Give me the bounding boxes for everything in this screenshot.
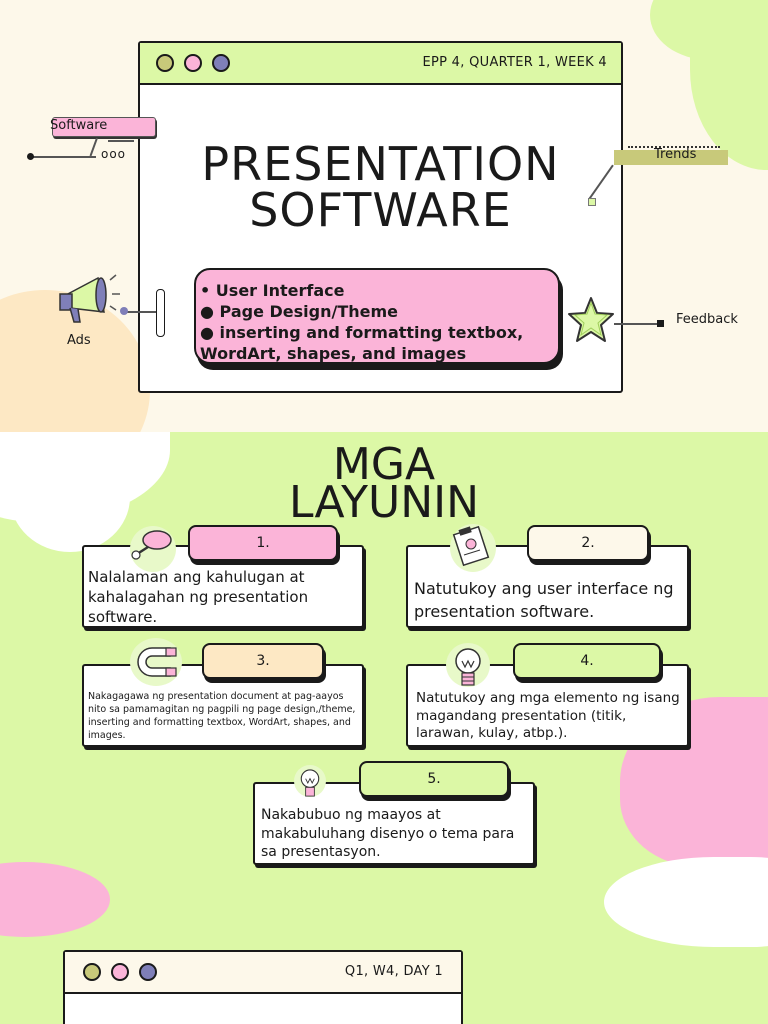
window-dot-purple (212, 54, 230, 72)
topic-item: • User Interface (200, 281, 345, 300)
feedback-label: Feedback (676, 312, 738, 327)
window-bar-label: EPP 4, QUARTER 1, WEEK 4 (422, 55, 607, 70)
objective-number-tab-1: 1. (188, 525, 338, 561)
topic-item: WordArt, shapes, and images (200, 344, 467, 363)
window-title-bar: Q1, W4, DAY 1 (65, 952, 461, 994)
objective-text: Natutukoy ang mga elemento ng isang maga… (416, 690, 680, 741)
objective-number-tab-5: 5. (359, 761, 509, 797)
software-label: Software (50, 118, 108, 133)
objective-text: Nakabubuo ng maayos at makabuluhang dise… (261, 807, 515, 860)
window-dot-pink (184, 54, 202, 72)
dots-label: ooo (101, 147, 127, 161)
connector-line (89, 137, 98, 157)
star-icon (568, 297, 614, 342)
connector-dot (657, 320, 664, 327)
clipboard-chart-icon (450, 524, 496, 572)
decor-blob (604, 857, 768, 947)
connector-dot (588, 198, 596, 206)
objectives-slide: MGA LAYUNIN Nalalaman ang kahulugan at k… (0, 432, 768, 1024)
connector-dot (120, 307, 128, 315)
window-title-bar: EPP 4, QUARTER 1, WEEK 4 (140, 43, 621, 85)
window-bar-label: Q1, W4, DAY 1 (344, 964, 443, 979)
window-dot-purple (139, 963, 157, 981)
section-heading-line1: MGA (332, 439, 436, 490)
title-slide: EPP 4, QUARTER 1, WEEK 4 PRESENTATION SO… (0, 0, 768, 432)
topics-pill: • User Interface ● Page Design/Theme ● i… (194, 268, 560, 364)
window-dot-pink (111, 963, 129, 981)
connector-line (614, 323, 660, 325)
slider-handle (156, 289, 165, 337)
window-dot-olive (83, 963, 101, 981)
page-title-line1: PRESENTATION (201, 137, 560, 191)
decor-blob (0, 862, 110, 937)
connector-line (108, 140, 134, 142)
objective-number-tab-3: 3. (202, 643, 324, 679)
objective-number-tab-2: 2. (527, 525, 649, 561)
software-tag (52, 117, 156, 137)
objective-number-tab-4: 4. (513, 643, 661, 679)
ads-label: Ads (67, 333, 91, 348)
objective-text: Natutukoy ang user interface ng presenta… (414, 579, 674, 621)
section-heading-line2: LAYUNIN (288, 477, 480, 528)
lightbulb-icon (294, 765, 326, 797)
trends-tag (614, 150, 728, 165)
topic-item: ● Page Design/Theme (200, 302, 399, 321)
trends-label: Trends (654, 147, 697, 162)
lightbulb-icon (446, 643, 490, 687)
objective-text: Nalalaman ang kahulugan at kahalagahan n… (88, 568, 309, 626)
connector-dot (27, 153, 34, 160)
magnifier-icon (130, 526, 176, 572)
page-title-line2: SOFTWARE (249, 183, 512, 237)
connector-line (124, 311, 156, 313)
objective-text: Nakagagawa ng presentation document at p… (88, 691, 356, 741)
topic-item: ● inserting and formatting textbox, (200, 323, 524, 342)
decor-blob (10, 442, 130, 552)
window-dot-olive (156, 54, 174, 72)
megaphone-icon (59, 274, 120, 323)
browser-window: EPP 4, QUARTER 1, WEEK 4 PRESENTATION SO… (138, 41, 623, 393)
browser-window-day1: Q1, W4, DAY 1 (63, 950, 463, 1024)
trends-dashes (628, 146, 720, 148)
connector-line (30, 156, 96, 158)
magnet-icon (130, 638, 182, 686)
